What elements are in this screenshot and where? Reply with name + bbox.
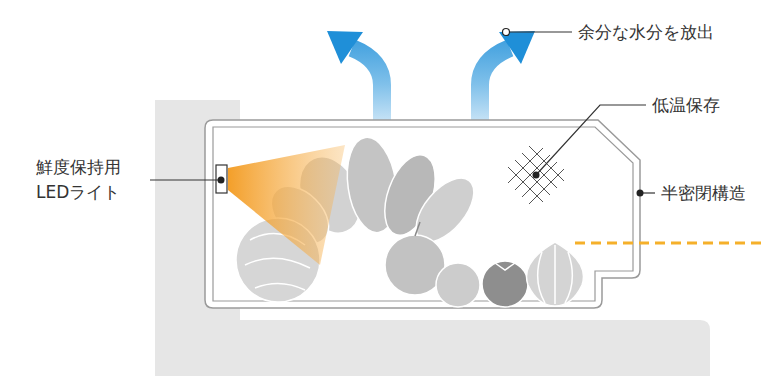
drawer-outline [205, 120, 640, 308]
led-lamp [216, 165, 227, 193]
label-box: 半密閉構造 [661, 181, 746, 206]
dashed-line [575, 242, 767, 245]
leader-dot [218, 29, 644, 197]
shelf-background [155, 100, 710, 376]
callout-label: 低温保存 [652, 93, 720, 118]
cold-storage-mark [508, 146, 564, 204]
callout-label: 半密閉構造 [661, 181, 746, 206]
led-light-beam [228, 145, 345, 265]
label-box: 余分な水分を放出 [578, 20, 714, 45]
label-box: 鮮度保持用 LEDライト [36, 155, 142, 204]
callout-label: 余分な水分を放出 [578, 20, 714, 45]
label-box: 低温保存 [652, 93, 720, 118]
leader-line [150, 32, 655, 193]
callout-label: 鮮度保持用 LEDライト [36, 155, 142, 204]
